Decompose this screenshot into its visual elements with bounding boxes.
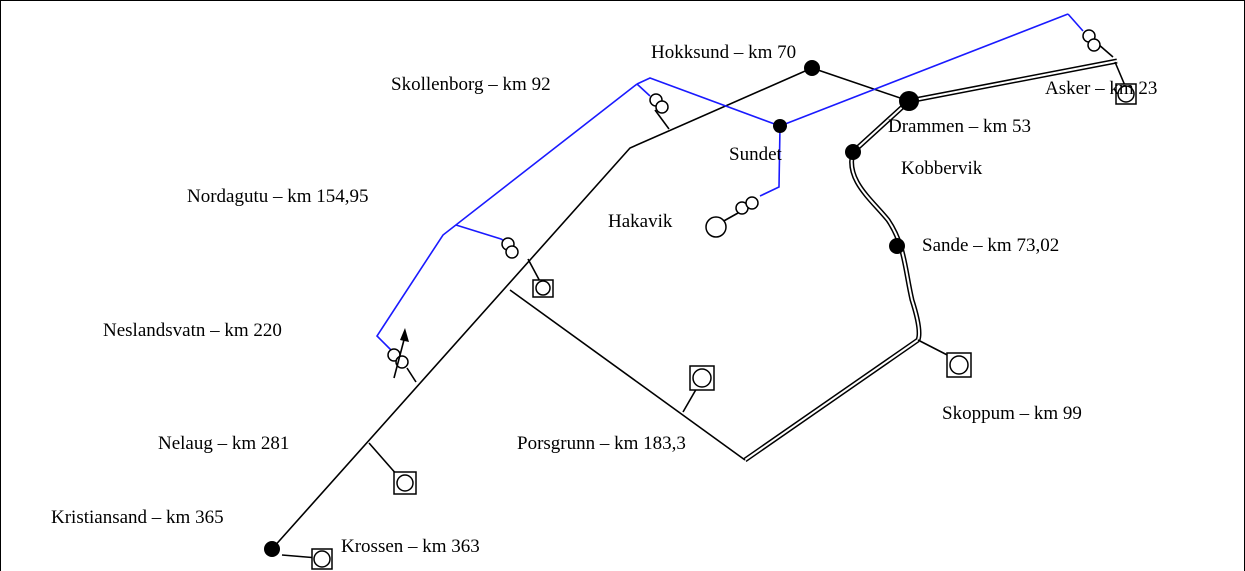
label-nelaug: Nelaug – km 281: [158, 433, 289, 454]
transformer-icon-hakavik: [735, 196, 759, 215]
label-sande: Sande – km 73,02: [922, 235, 1059, 256]
station-node-sundet: [773, 119, 787, 133]
transformer-icon-skollenborg: [649, 93, 669, 114]
label-nordagutu: Nordagutu – km 154,95: [187, 186, 369, 207]
station-node-sande: [889, 238, 905, 254]
label-neslandsvatn: Neslandsvatn – km 220: [103, 320, 282, 341]
adjustable-transformer-icon-neslandsvatn: [387, 328, 409, 379]
label-kobbervik: Kobbervik: [901, 158, 983, 179]
label-skoppum: Skoppum – km 99: [942, 403, 1082, 424]
converter-icon-nelaug: [393, 471, 417, 495]
station-node-hokksund: [804, 60, 820, 76]
label-drammen: Drammen – km 53: [888, 116, 1031, 137]
converter-icon-asker: [1115, 83, 1137, 105]
label-porsgrunn: Porsgrunn – km 183,3: [517, 433, 686, 454]
label-asker: Asker – km 23: [1045, 78, 1157, 99]
label-skollenborg: Skollenborg – km 92: [391, 74, 551, 95]
station-node-drammen: [899, 91, 919, 111]
transformer-icon-asker: [1082, 29, 1101, 52]
converter-icon-nordagutu: [532, 279, 554, 298]
station-node-kristiansand: [264, 541, 280, 557]
converter-icon-porsgrunn: [689, 365, 715, 391]
transformer-icon-nordagutu: [501, 237, 519, 259]
label-kristiansand: Kristiansand – km 365: [51, 507, 224, 528]
label-hokksund: Hokksund – km 70: [651, 42, 796, 63]
label-krossen: Krossen – km 363: [341, 536, 480, 557]
label-sundet: Sundet: [729, 144, 783, 165]
label-hakavik: Hakavik: [608, 211, 673, 232]
converter-icon-krossen: [311, 548, 333, 570]
converter-icon-skoppum: [946, 352, 972, 378]
blue-feeder-lines: [375, 13, 1084, 351]
station-node-kobbervik: [845, 144, 861, 160]
generator-icon-hakavik: [705, 216, 727, 238]
